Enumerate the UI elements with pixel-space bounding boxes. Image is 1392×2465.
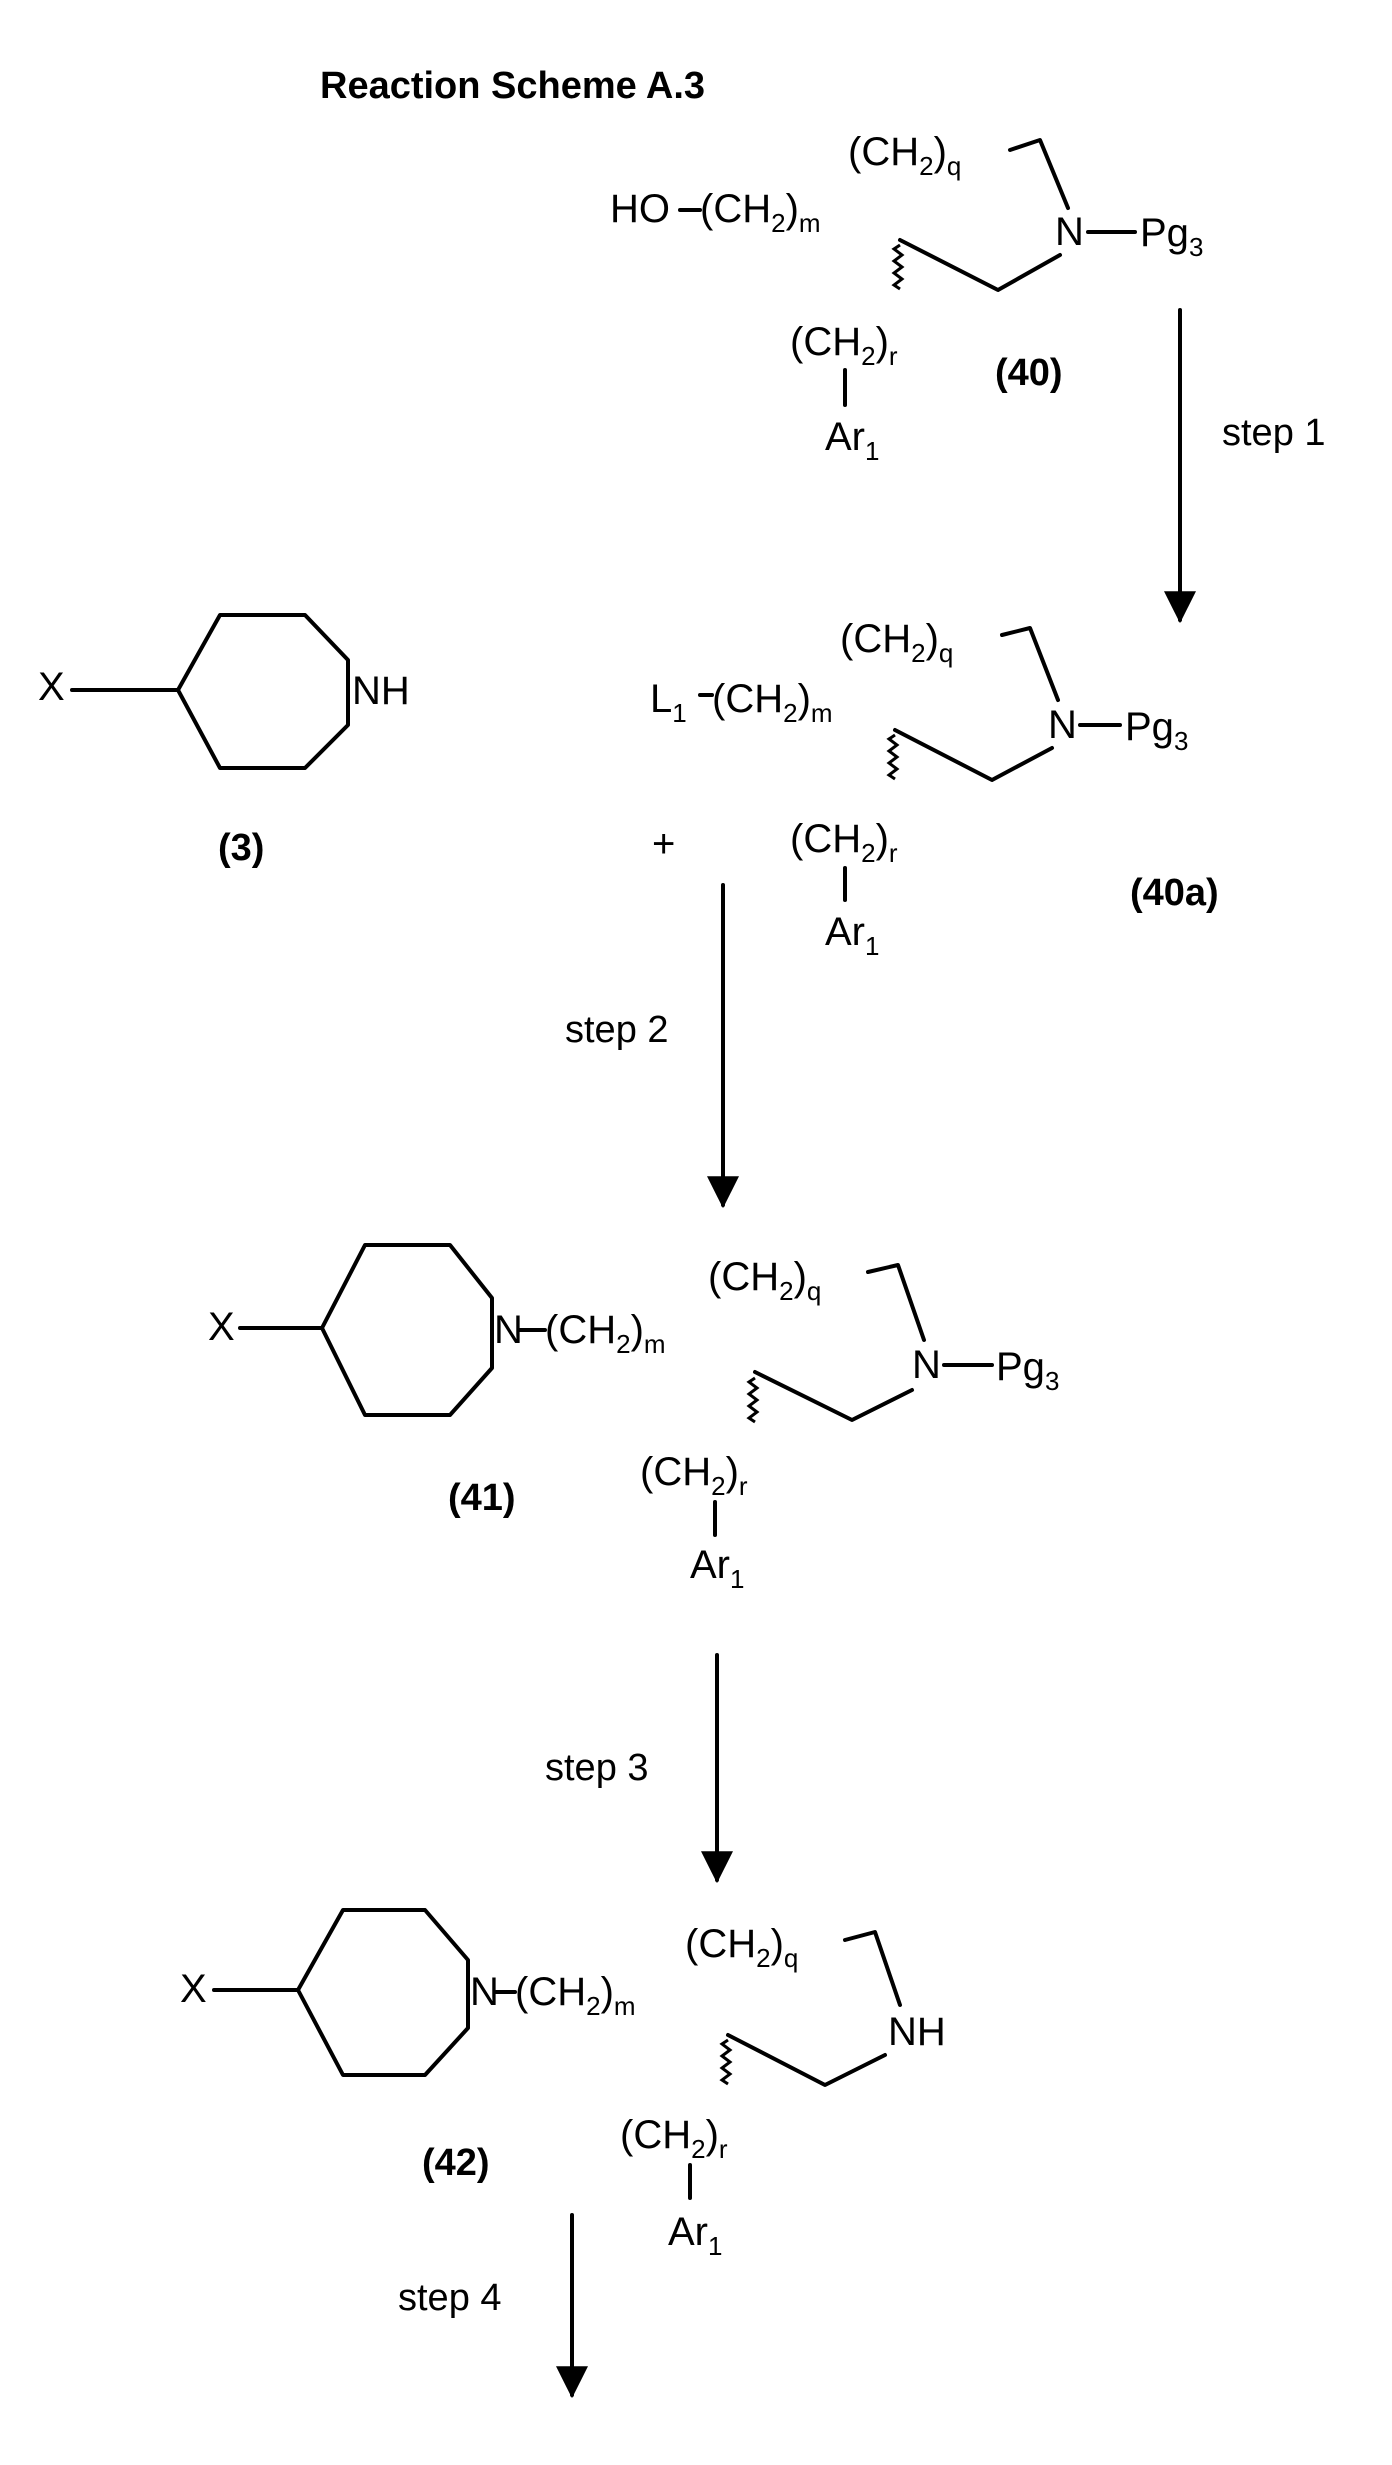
ch2-m-label: (CH2)m (545, 1308, 666, 1359)
ch2-r-label: (CH2)r (640, 1450, 748, 1501)
ch2-r-label: (CH2)r (790, 817, 898, 868)
ch2-q-label: (CH2)q (848, 130, 961, 181)
ar1-label: Ar1 (825, 415, 879, 466)
x-substituent-label: X (38, 665, 65, 709)
piperidine-ring (298, 1910, 468, 2075)
ring-nitrogen-label: N (912, 1343, 941, 1387)
compound-40: HO (CH2)m (CH2)q N Pg3 (CH2)r Ar1 (40) (610, 130, 1203, 466)
compound-41-number: (41) (448, 1477, 516, 1519)
ch2-r-label: (CH2)r (620, 2113, 728, 2164)
compound-3: X NH (3) (38, 615, 410, 869)
step-4-label: step 4 (398, 2277, 502, 2319)
compound-40a-number: (40a) (1130, 872, 1219, 914)
plus-sign: + (652, 822, 675, 866)
compound-42: X N (CH2)m (CH2)q NH (CH2)r Ar1 (42) (180, 1910, 946, 2261)
ch2-r-label: (CH2)r (790, 320, 898, 371)
ch2-q-label: (CH2)q (708, 1255, 821, 1306)
pg3-label: Pg3 (1125, 705, 1188, 756)
ch2-m-label: (CH2)m (515, 1970, 636, 2021)
piperidine-ring (178, 615, 348, 768)
ar1-label: Ar1 (825, 910, 879, 961)
scheme-title: Reaction Scheme A.3 (320, 65, 705, 107)
pg3-label: Pg3 (1140, 211, 1203, 262)
step-3-label: step 3 (545, 1747, 649, 1789)
step-2-label: step 2 (565, 1009, 669, 1051)
ring-nitrogen-label: N (1055, 210, 1084, 254)
ch2-m-label: (CH2)m (712, 677, 833, 728)
ch2-m-label: (CH2)m (700, 187, 821, 238)
hydroxy-label: HO (610, 187, 670, 231)
leaving-group-label: L1 (650, 677, 687, 728)
compound-40-number: (40) (995, 352, 1063, 394)
compound-3-number: (3) (218, 827, 264, 869)
compound-40a: L1 (CH2)m (CH2)q N Pg3 (CH2)r Ar1 (40a) (650, 617, 1219, 961)
pg3-label: Pg3 (996, 1345, 1059, 1396)
compound-42-number: (42) (422, 2142, 490, 2184)
ring-nitrogen-label: N (1048, 703, 1077, 747)
step-1-label: step 1 (1222, 412, 1326, 454)
compound-41: X N (CH2)m (CH2)q N Pg3 (CH2)r Ar1 (41) (208, 1245, 1059, 1594)
ch2-q-label: (CH2)q (840, 617, 953, 668)
ring-nh-label: NH (888, 2010, 946, 2054)
ar1-label: Ar1 (690, 1543, 744, 1594)
x-substituent-label: X (180, 1967, 207, 2011)
ar1-label: Ar1 (668, 2210, 722, 2261)
x-substituent-label: X (208, 1305, 235, 1349)
piperidine-ring (322, 1245, 492, 1415)
piperidine-nh-label: NH (352, 669, 410, 713)
ch2-q-label: (CH2)q (685, 1922, 798, 1973)
